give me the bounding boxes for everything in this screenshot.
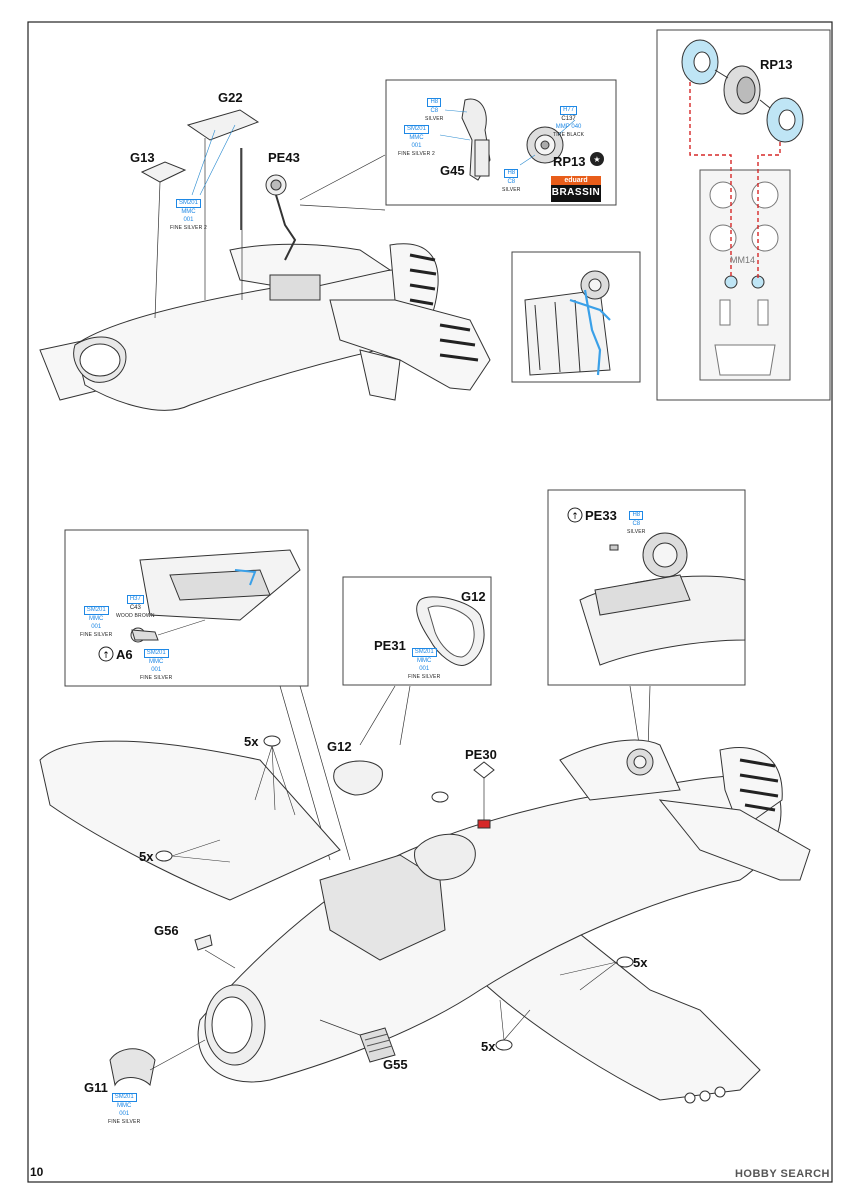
paint-leader-lines [191,124,236,196]
paint-sm201-g13: SM201 MMC 001 FINE SILVER 2 [170,199,207,231]
count-bottom: 5x [481,1039,496,1054]
tail-wheel-area [265,174,321,301]
strut-highlight [569,289,611,376]
g12-canopy-main [333,760,383,796]
airframe-main [39,739,811,1101]
label-g13: G13 [130,150,155,165]
pe30-icon [473,761,495,779]
svg-text:★: ★ [593,155,600,164]
a6-arrow-badge [98,646,114,662]
page-border [27,21,833,1183]
label-pe31: PE31 [374,638,406,653]
g45-leaders [439,109,576,166]
label-g55: G55 [383,1057,408,1072]
label-g56: G56 [154,923,179,938]
paint-h8-pe33: H8 C8 SILVER [627,511,646,535]
paint-h77-tire: H77 C137 MMP 040 TIRE BLACK [553,106,585,138]
mask-sheet [699,169,791,381]
label-pe33: PE33 [585,508,617,523]
five-x-icons [155,735,634,1051]
pe33-arrow-badge [567,507,583,523]
g22-panel [186,109,260,141]
a6-leaders [157,619,206,636]
g11-part [109,1048,156,1087]
page-number: 10 [30,1165,44,1179]
mask-code: MM14 [730,255,756,265]
wing-lights [684,1086,726,1104]
label-g12-detail: G12 [461,589,486,604]
g55-grille [359,1027,396,1063]
label-pe30: PE30 [465,747,497,762]
svg-text:↑: ↑ [571,512,579,522]
rp13-wheel-exploded [681,39,804,143]
paint-sm201-g45: SM201 MMC 001 FINE SILVER 2 [398,125,435,157]
label-rp13-top: RP13 [760,57,793,72]
paint-sm201-g11: SM201 MMC 001 FINE SILVER [108,1093,141,1125]
count-right: 5x [633,955,648,970]
main-rudder-stripes [739,758,779,812]
paint-h8-wheel: H8 C8 SILVER [502,169,521,193]
detail-leaders [279,685,651,861]
count-top-left: 5x [244,734,259,749]
g12-canopy-inner [427,605,475,658]
paint-sm201-a6-bottom: SM201 MMC 001 FINE SILVER [140,649,173,681]
brassin-logo: eduard BRASSIN [551,176,601,202]
label-a6: A6 [116,647,133,662]
pe33-drawing [579,532,746,666]
tail-assembly-top [39,243,491,411]
five-x-leaders [171,745,618,1041]
label-rp13-detail: RP13 [553,154,586,169]
label-pe43: PE43 [268,150,300,165]
paint-sm201-pe31: SM201 MMC 001 FINE SILVER [408,648,441,680]
a6-cockpit-drawing [130,549,301,643]
a6-highlight [234,569,257,586]
label-g22: G22 [218,90,243,105]
label-g45: G45 [440,163,465,178]
guide-lines-top [154,138,386,319]
g45-strut [461,98,564,181]
label-g12-main: G12 [327,739,352,754]
g13-panel [140,161,187,183]
rp13-star-badge [590,152,604,166]
svg-text:↑: ↑ [102,651,110,661]
label-g11: G11 [84,1080,108,1095]
watermark: HOBBY SEARCH [734,1168,830,1180]
g56-part [194,934,213,951]
paint-h37-a6: H37 C43 WOOD BROWN [116,595,155,619]
paint-sm201-a6-left: SM201 MMC 001 FINE SILVER [80,606,113,638]
main-tail-wheel [626,748,654,776]
rp13-dashed-lines [689,82,781,278]
rudder-stripes [409,253,479,362]
pe30-part [477,819,491,829]
paint-h8-g45: H8 C8 SILVER [425,98,444,122]
count-left: 5x [139,849,154,864]
